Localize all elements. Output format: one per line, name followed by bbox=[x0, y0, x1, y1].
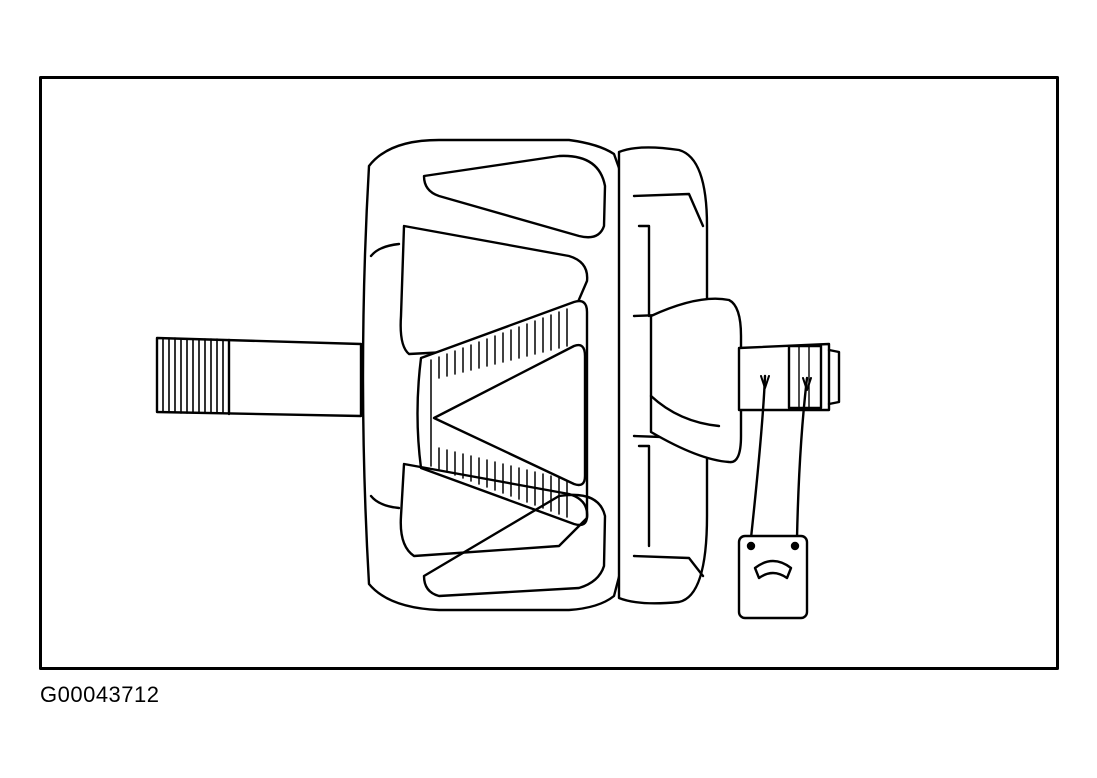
border bbox=[39, 76, 1059, 670]
probe-leads bbox=[749, 374, 812, 540]
rotor-hub bbox=[617, 146, 743, 605]
diagram-frame bbox=[39, 76, 1059, 670]
slip-ring-shaft bbox=[737, 342, 841, 412]
rotor-shaft-left bbox=[155, 336, 363, 418]
rotor-claw-pole bbox=[361, 138, 631, 612]
alternator-rotor-diagram bbox=[39, 76, 1059, 670]
figure-id-label: G00043712 bbox=[40, 682, 160, 707]
ohmmeter bbox=[737, 534, 809, 620]
